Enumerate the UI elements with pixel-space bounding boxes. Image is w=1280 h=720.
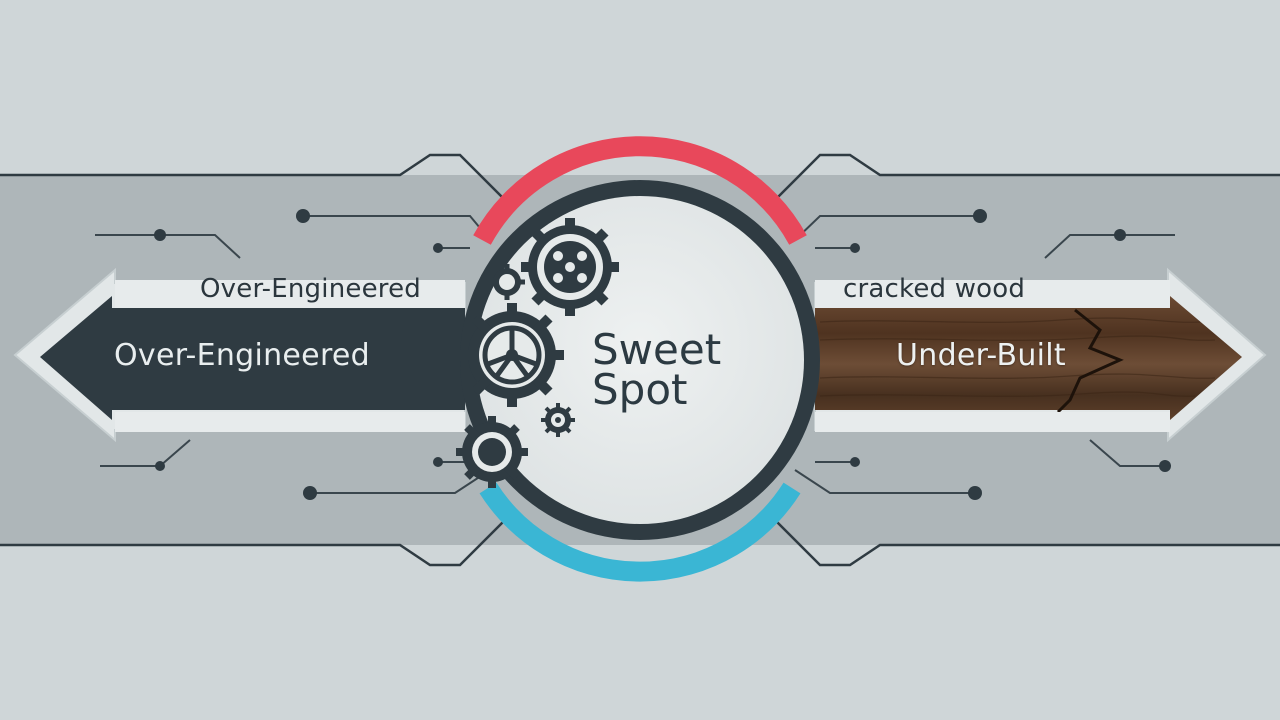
gear-large-top [521, 218, 619, 316]
right-top-label: cracked wood [843, 274, 1026, 304]
left-arrow-label: Over-Engineered [114, 338, 371, 373]
center-title-line2: Spot [592, 365, 688, 414]
right-arrow [814, 267, 1267, 443]
wood-crack [1056, 308, 1124, 414]
gear-small-bottom [541, 403, 575, 437]
gear-small-top [489, 264, 525, 300]
gear-cluster [456, 218, 619, 488]
center-title: Sweet Spot [592, 325, 722, 414]
center-title-line1: Sweet [592, 325, 722, 374]
gear-large-middle [460, 303, 564, 407]
band-outline [0, 153, 1280, 567]
right-arrow-label: Under-Built [896, 338, 1066, 373]
circuit-nodes [154, 209, 1171, 500]
wood-grain [819, 317, 1216, 397]
left-arrow [13, 267, 466, 443]
gear-partial-bottom [456, 416, 528, 488]
left-top-label: Over-Engineered [200, 274, 421, 304]
